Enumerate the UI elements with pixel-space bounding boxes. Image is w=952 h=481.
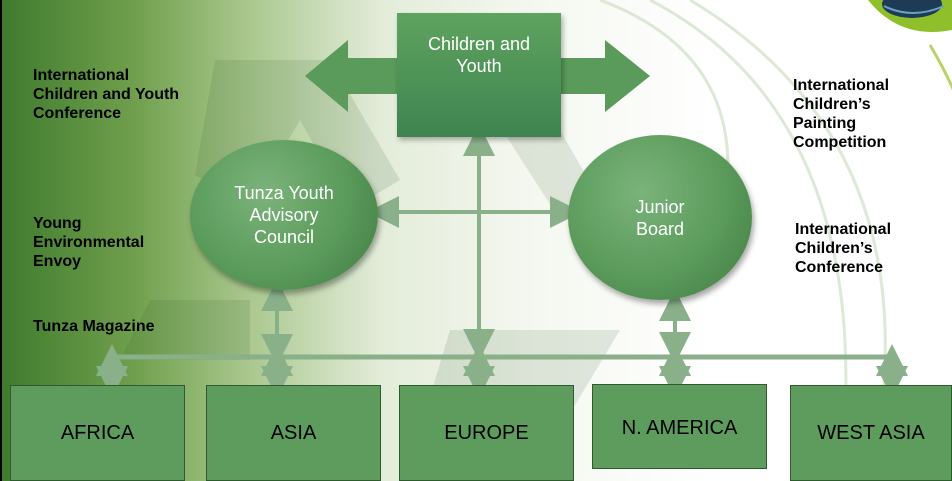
node-tunza-youth-advisory-council: Tunza Youth Advisory Council: [190, 140, 378, 290]
region-africa-label: AFRICA: [60, 421, 135, 444]
node-junior-board-label: Junior Board: [635, 196, 685, 239]
region-europe-label: EUROPE: [444, 421, 529, 444]
program-youth-conference: International Children and Youth Confere…: [33, 67, 180, 122]
region-west-asia: WEST ASIA: [790, 385, 952, 481]
node-children-and-youth-label: Children and Youth: [427, 34, 531, 76]
node-children-and-youth: Children and Youth: [397, 13, 561, 137]
region-north-america: N. AMERICA: [592, 384, 767, 469]
program-environmental-envoy: Young Environmental Envoy: [33, 215, 145, 270]
region-north-america-label: N. AMERICA: [621, 417, 738, 439]
region-west-asia-label: WEST ASIA: [817, 421, 925, 444]
region-europe: EUROPE: [399, 385, 574, 481]
node-junior-board: Junior Board: [568, 135, 752, 300]
program-tunza-magazine: Tunza Magazine: [33, 318, 155, 335]
region-africa: AFRICA: [10, 385, 185, 481]
region-asia: ASIA: [206, 385, 381, 481]
program-painting-competition: International Children’s Painting Compet…: [793, 77, 890, 151]
frame-left-border: [0, 0, 2, 481]
globe-leaf-icon: [868, 0, 952, 91]
program-childrens-conference: International Children’s Conference: [795, 221, 892, 276]
node-tunza-youth-advisory-council-label: Tunza Youth Advisory Council: [234, 183, 334, 247]
region-asia-label: ASIA: [270, 421, 317, 444]
